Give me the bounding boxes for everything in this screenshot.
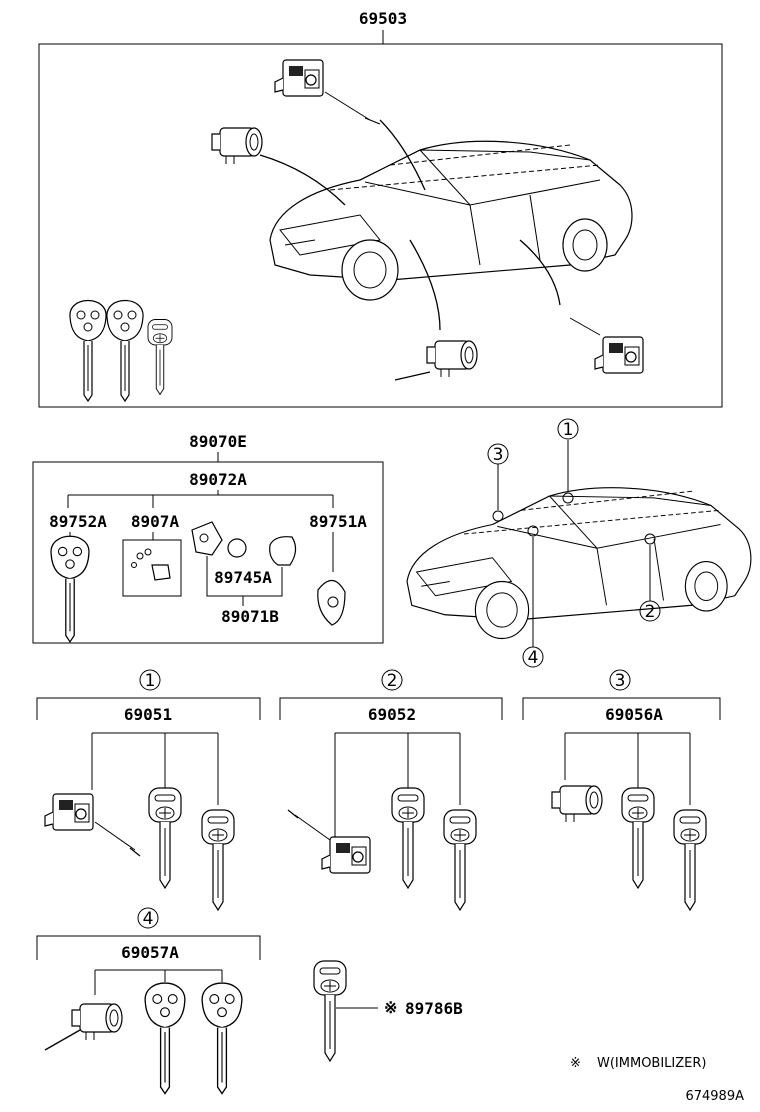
location-callouts: 1 2 3 4 — [487, 418, 661, 668]
immobilizer-key-number: 89786B — [405, 999, 463, 1018]
car-illustration-locations — [406, 487, 752, 640]
key-set-3: 3 69056A — [522, 669, 721, 911]
glovebox-lock-illustration — [519, 239, 644, 374]
case-bracket — [206, 556, 283, 606]
key-set-3-circle: 3 — [615, 671, 626, 691]
top-group-box — [38, 43, 723, 408]
key-plate-illustration — [50, 535, 90, 643]
diagram-id: 674989A — [685, 1089, 744, 1104]
key-set-1-circle: 1 — [145, 671, 156, 691]
bracket-lines — [67, 490, 334, 508]
key-set-2-number: 69052 — [368, 705, 416, 724]
location-3-label: 3 — [493, 445, 504, 465]
battery-cover-number: 89751A — [309, 512, 367, 531]
trunk-cylinder-illustration — [394, 239, 478, 381]
key-set-3-number: 69056A — [605, 705, 663, 724]
key-set-2: 2 69052 — [279, 669, 503, 911]
door-lock-cylinder-illustration — [274, 59, 426, 191]
immobilizer-mark: ※ — [384, 998, 397, 1017]
key-set-1-number: 69051 — [124, 705, 172, 724]
location-1-label: 1 — [563, 420, 574, 440]
transmitter-group-box — [32, 461, 384, 644]
immobilizer-key: ※ 89786B — [313, 960, 463, 1062]
top-group-number: 69503 — [359, 9, 407, 28]
key-set-4-number: 69057A — [121, 943, 179, 962]
car-illustration-top — [269, 140, 633, 301]
transmitter-inner-number: 89072A — [189, 470, 247, 489]
location-4-label: 4 — [528, 648, 539, 668]
screw-set-number: 8907A — [131, 512, 180, 531]
footnote-text: W(IMMOBILIZER) — [597, 1056, 706, 1071]
battery-number: 89745A — [214, 568, 272, 587]
screw-set-illustration — [122, 539, 182, 597]
key-set-1: 1 69051 — [36, 669, 261, 911]
location-2-label: 2 — [645, 602, 656, 622]
case-number: 89071B — [221, 607, 279, 626]
key-set-4-circle: 4 — [143, 909, 154, 929]
ignition-cylinder-illustration — [211, 127, 346, 206]
battery-icon — [227, 538, 247, 558]
transmitter-outer-number: 89070E — [189, 432, 247, 451]
footnote-mark: ※ — [570, 1056, 581, 1071]
key-plate-number: 89752A — [49, 512, 107, 531]
key-set-4: 4 69057A — [36, 907, 261, 1095]
transmitter-case-illustration — [191, 521, 346, 626]
key-set-2-circle: 2 — [387, 671, 398, 691]
top-keys-illustration — [69, 299, 173, 402]
